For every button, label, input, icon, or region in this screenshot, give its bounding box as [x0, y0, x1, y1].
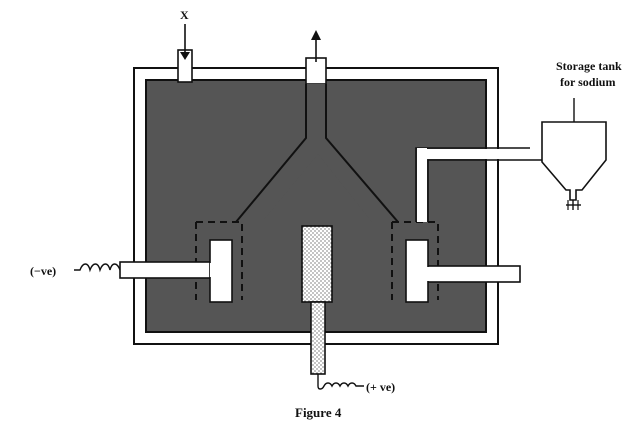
figure-caption: Figure 4: [295, 405, 342, 420]
sodium-pipe-inner: [427, 159, 542, 222]
left-gauze-inner: [196, 221, 243, 300]
anode-wire-coil: [317, 374, 364, 390]
sodium-pipe-outer: [415, 147, 530, 222]
inlet-arrow-head: [180, 52, 190, 60]
cathode-terminal-label: (−ve): [30, 264, 56, 278]
right-cathode-plate: [405, 239, 429, 303]
storage-label-line1: Storage tank: [556, 59, 622, 73]
inlet-label: X: [180, 8, 189, 22]
storage-label-line2: for sodium: [560, 75, 615, 89]
anode-rod: [310, 301, 326, 375]
outlet-arrow-head: [311, 30, 321, 40]
gas-hood-right: [325, 84, 399, 223]
storage-tank: [541, 121, 607, 201]
gas-hood-fill: [236, 84, 398, 222]
anode-block: [301, 225, 333, 303]
anode-terminal-label: (+ ve): [366, 380, 395, 394]
gas-hood-left: [235, 84, 307, 223]
left-cathode-bar: [119, 261, 213, 279]
right-cathode-bar: [425, 265, 521, 283]
cathode-wire-coil: [74, 263, 121, 273]
